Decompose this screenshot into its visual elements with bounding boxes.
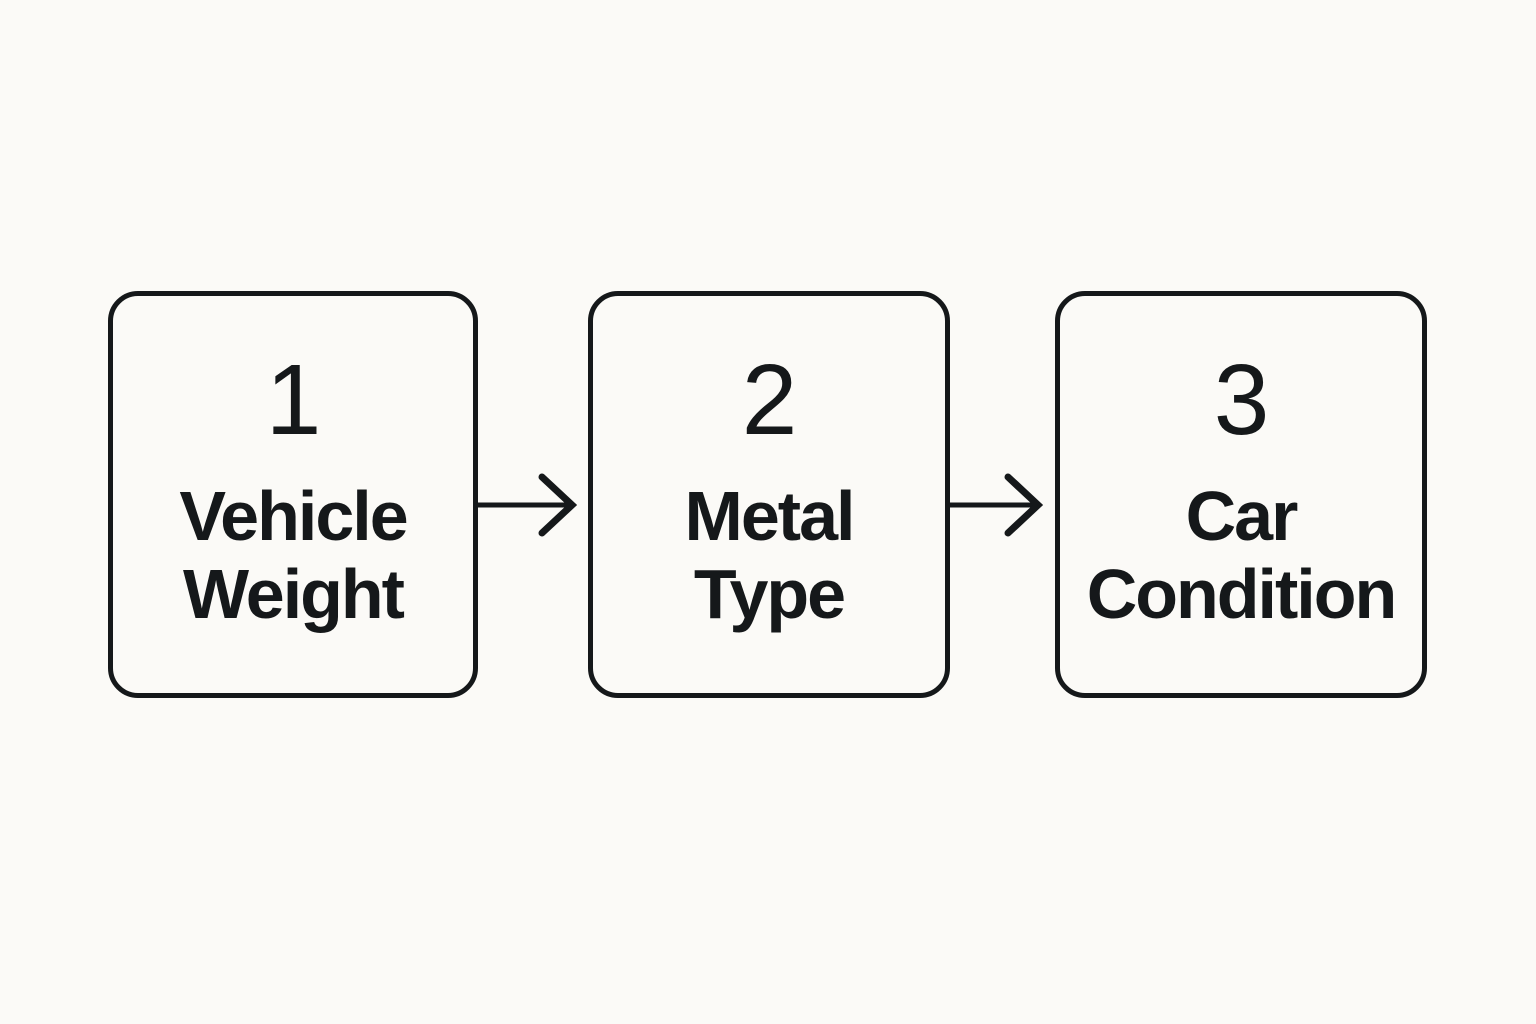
step-label-1-line-1: Vehicle <box>179 477 408 555</box>
step-number-3: 3 <box>1213 344 1270 456</box>
step-label-2-line-1: Metal <box>684 477 856 555</box>
step-label-2-line-2: Type <box>693 555 846 633</box>
arrow-right-icon-2 <box>948 470 1058 540</box>
step-label-3-line-2: Condition <box>1086 555 1398 633</box>
process-step-1[interactable]: 1 Vehicle Weight <box>108 291 478 698</box>
step-label-2: Metal Type <box>684 477 856 633</box>
step-label-3: Car Condition <box>1086 477 1398 633</box>
step-label-1: Vehicle Weight <box>179 477 408 633</box>
arrow-right-icon-1 <box>476 470 592 540</box>
step-label-1-line-2: Weight <box>182 555 405 633</box>
process-step-2[interactable]: 2 Metal Type <box>588 291 950 698</box>
step-number-2: 2 <box>741 344 798 456</box>
process-step-3[interactable]: 3 Car Condition <box>1055 291 1427 698</box>
step-label-3-line-1: Car <box>1185 477 1299 555</box>
step-number-1: 1 <box>265 344 322 456</box>
